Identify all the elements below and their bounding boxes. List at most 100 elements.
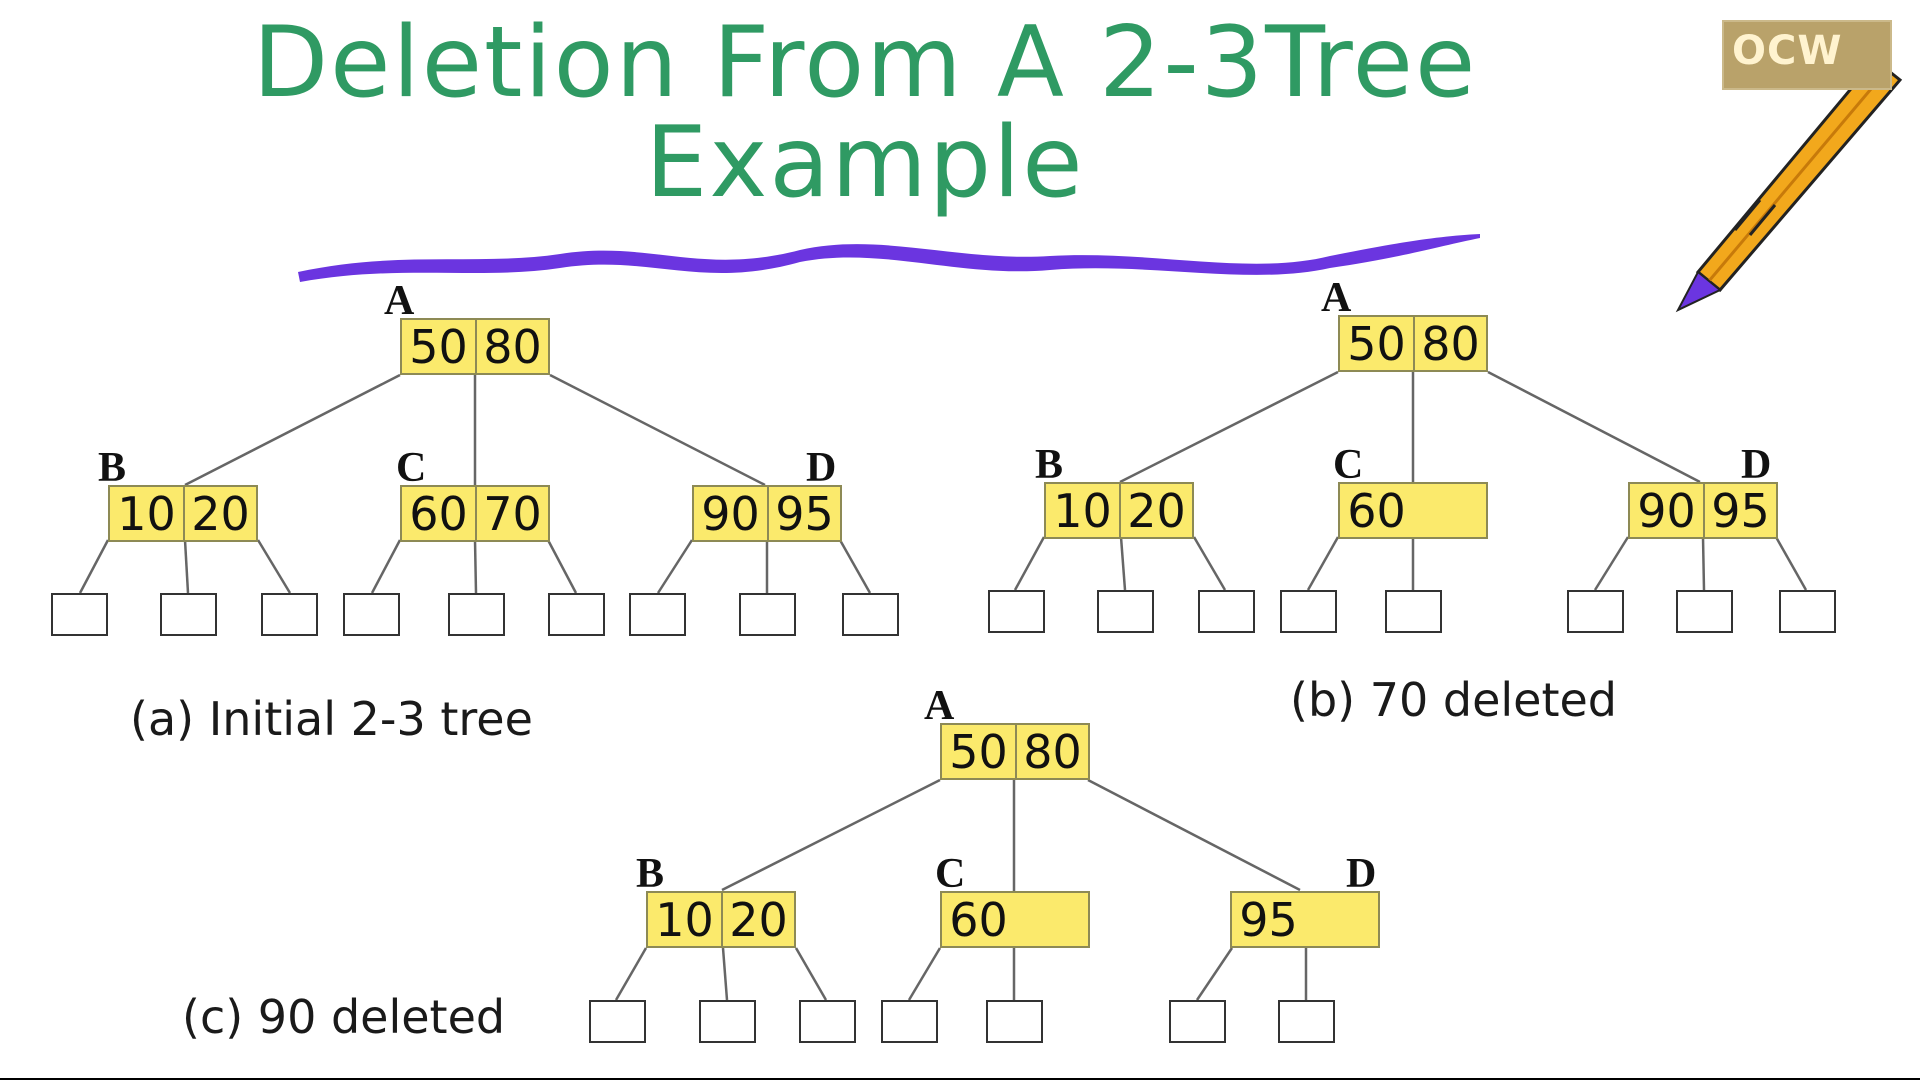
tree-node-c-d: 95: [1230, 891, 1380, 948]
tree-node-a-root: 50 80: [400, 318, 550, 375]
node-label-b-c: C: [1333, 442, 1364, 488]
node-label-a-root: A: [384, 278, 415, 324]
tree-node-a-b: 10 20: [108, 485, 258, 542]
node-key: 70: [474, 487, 548, 541]
leaf-node: [1169, 1000, 1226, 1043]
leaf-node: [739, 593, 796, 636]
node-key: 20: [720, 893, 794, 947]
caption-a: (a) Initial 2-3 tree: [130, 692, 533, 746]
node-key: 80: [1014, 725, 1088, 779]
leaf-node: [589, 1000, 646, 1043]
leaf-node: [629, 593, 686, 636]
leaf-node: [448, 593, 505, 636]
node-key: 90: [1637, 483, 1696, 538]
node-key-empty: [1305, 893, 1378, 946]
edge: [838, 539, 872, 594]
node-key-empty: [1015, 893, 1088, 946]
leaf-node: [1385, 590, 1442, 633]
slide-title-line-2: Example: [645, 106, 1085, 220]
node-key: 10: [1053, 483, 1112, 538]
node-label-a-c: C: [396, 445, 427, 491]
ocw-logo: OCW: [1722, 20, 1892, 90]
edge: [794, 947, 828, 1001]
node-key: 60: [409, 486, 468, 541]
leaf-node: [699, 1000, 756, 1043]
edge: [1013, 536, 1046, 591]
edge: [1306, 536, 1340, 591]
leaf-node: [548, 593, 605, 636]
logo-text: OCW: [1732, 28, 1843, 74]
edge: [1195, 947, 1234, 1001]
tree-node-a-c: 60 70: [400, 485, 550, 542]
node-key: 60: [949, 892, 1008, 947]
node-key-empty: [1413, 484, 1486, 537]
tree-node-b-root: 50 80: [1338, 315, 1488, 372]
edge: [183, 539, 190, 594]
node-label-a-d: D: [806, 445, 837, 491]
node-key: 95: [1239, 892, 1298, 947]
node-key: 20: [182, 487, 256, 541]
node-label-a-b: B: [98, 445, 127, 491]
leaf-node: [988, 590, 1045, 633]
node-key: 20: [1118, 484, 1192, 538]
leaf-node: [160, 593, 217, 636]
node-label-c-c: C: [935, 851, 966, 897]
caption-b: (b) 70 deleted: [1290, 673, 1617, 727]
edge: [1087, 778, 1301, 892]
node-label-b-b: B: [1035, 442, 1064, 488]
edge: [721, 947, 729, 1001]
tree-node-b-b: 10 20: [1044, 482, 1194, 539]
edge: [721, 778, 941, 892]
edge: [549, 373, 766, 487]
edge: [1192, 536, 1227, 591]
leaf-node: [1097, 590, 1154, 633]
title-underline-stroke: [298, 234, 1480, 282]
node-label-b-d: D: [1741, 442, 1772, 488]
edge: [1593, 536, 1630, 591]
edge: [78, 539, 110, 594]
leaf-node: [986, 1000, 1043, 1043]
node-label-c-d: D: [1346, 851, 1377, 897]
edge: [1119, 370, 1339, 484]
leaf-node: [1198, 590, 1255, 633]
edge: [184, 373, 401, 487]
leaf-node: [1278, 1000, 1335, 1043]
node-key: 95: [1702, 484, 1776, 538]
node-label-c-root: A: [924, 683, 955, 729]
edge: [656, 539, 694, 594]
leaf-node: [799, 1000, 856, 1043]
node-label-c-b: B: [636, 851, 665, 897]
tree-node-c-c: 60: [940, 891, 1090, 948]
caption-c: (c) 90 deleted: [182, 990, 506, 1044]
node-label-b-root: A: [1321, 275, 1352, 321]
edge: [1701, 536, 1706, 591]
leaf-node: [51, 593, 108, 636]
leaf-node: [1676, 590, 1733, 633]
node-key: 90: [701, 486, 760, 541]
node-key: 50: [1347, 316, 1406, 371]
edge: [546, 539, 578, 594]
pen-icon: [1675, 57, 1903, 313]
tree-node-c-root: 50 80: [940, 723, 1090, 780]
tree-node-b-c: 60: [1338, 482, 1488, 539]
edge: [907, 947, 942, 1001]
edge: [614, 947, 648, 1001]
node-key: 10: [655, 892, 714, 947]
leaf-node: [842, 593, 899, 636]
edge: [473, 539, 478, 594]
edge: [1119, 536, 1127, 591]
slide-title-line-1: Deletion From A 2-3Tree: [252, 6, 1478, 120]
leaf-node: [1280, 590, 1337, 633]
node-key: 60: [1347, 483, 1406, 538]
edge: [1487, 370, 1701, 484]
tree-node-a-d: 90 95: [692, 485, 842, 542]
tree-node-b-d: 90 95: [1628, 482, 1778, 539]
node-key: 95: [766, 487, 840, 541]
node-key: 50: [949, 724, 1008, 779]
edge: [370, 539, 402, 594]
node-key: 80: [1412, 317, 1486, 371]
leaf-node: [261, 593, 318, 636]
leaf-node: [1567, 590, 1624, 633]
